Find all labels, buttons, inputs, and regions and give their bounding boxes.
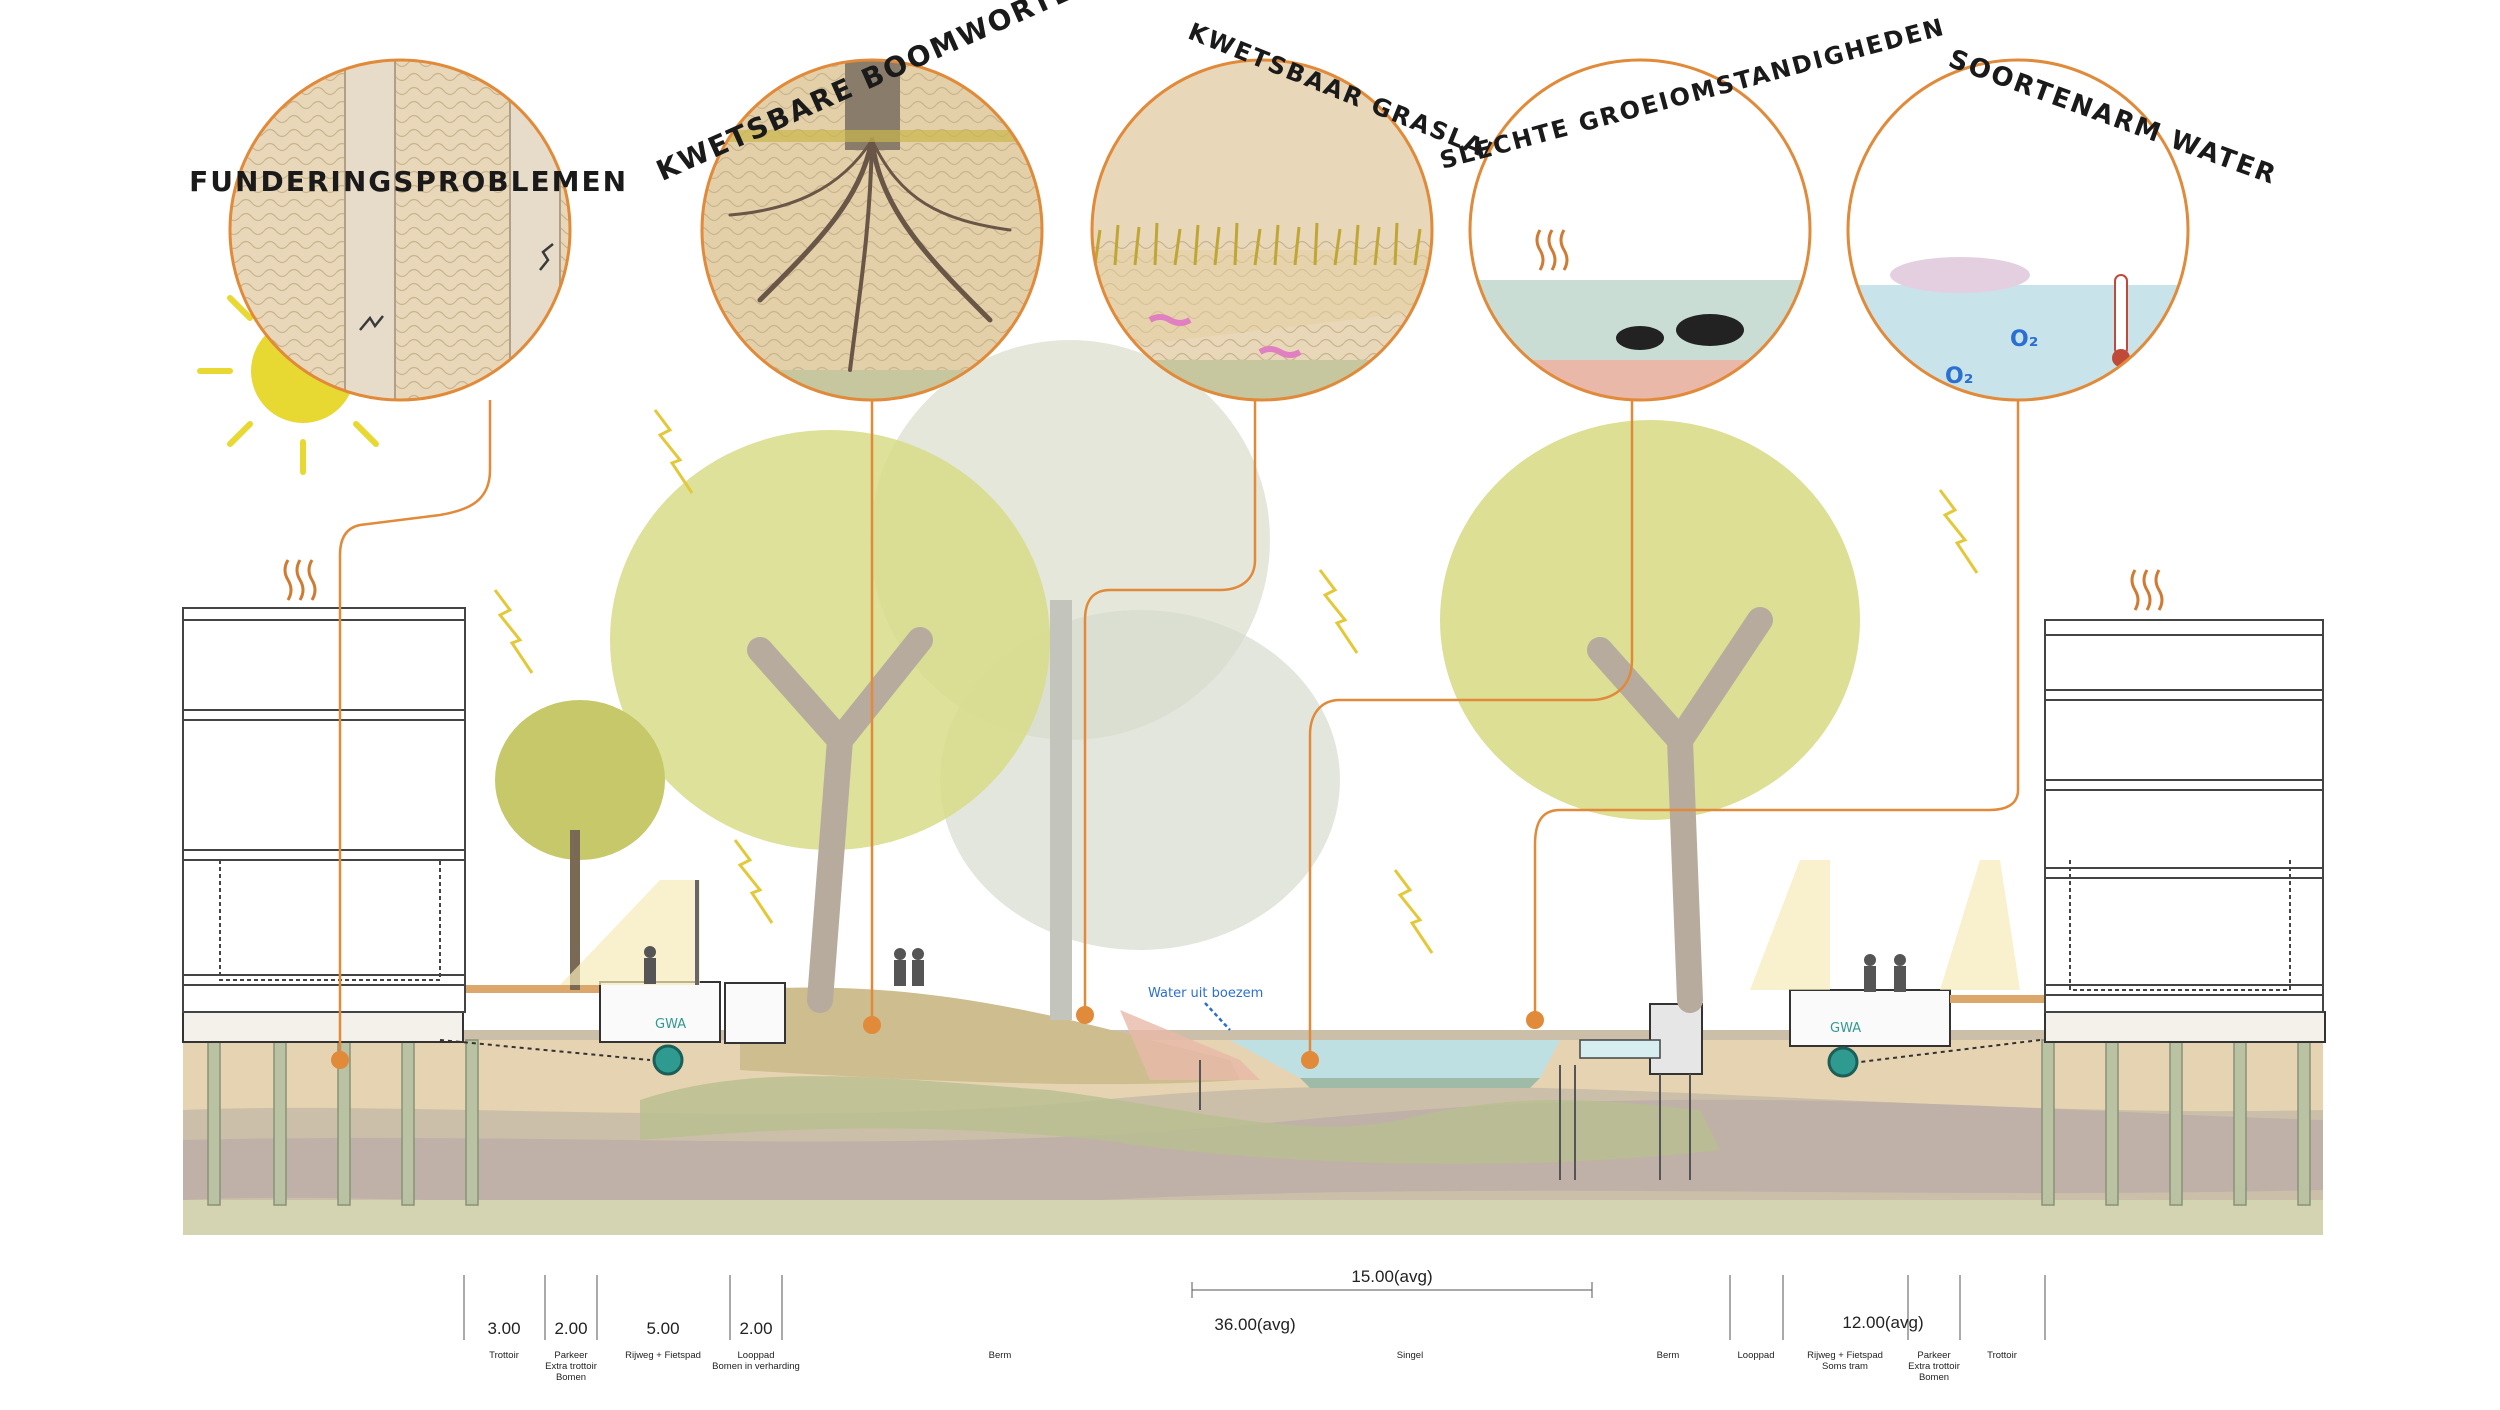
zone-rijweg-right-2: Soms tram (1822, 1361, 1868, 1372)
overflow-pipe (1579, 1039, 1661, 1059)
peat-layer (640, 1076, 1720, 1164)
callout-dots (331, 1006, 1544, 1069)
dim-right-total: 12.00(avg) (1842, 1313, 1923, 1332)
water-inflow-arrow (1204, 1002, 1231, 1031)
zone-rijweg-left: Rijweg + Fietspad (625, 1350, 701, 1361)
panel-title-foundation: FUNDERINGSPROBLEMEN (189, 165, 628, 198)
zone-trottoir-right: Trottoir (1987, 1350, 2017, 1361)
bank-clay (1120, 1010, 1260, 1080)
people (644, 946, 1906, 992)
bottom-sediment (183, 1200, 2323, 1235)
dim-rijweg-left: 5.00 (646, 1319, 679, 1338)
quay-wall (1649, 1003, 1703, 1075)
zone-looppad-right: Looppad (1738, 1350, 1775, 1361)
zone-trottoir-left: Trottoir (489, 1350, 519, 1361)
zone-parkeer-left-2: Extra trottoir (545, 1361, 597, 1372)
canal-bed (1300, 1078, 1540, 1088)
dim-water-width: 15.00(avg) (1351, 1267, 1432, 1286)
dim-trottoir-left: 3.00 (487, 1319, 520, 1338)
park-embankment (740, 987, 1240, 1085)
o2-label-a: O₂ (2010, 327, 2038, 352)
panel-species-poor-water: O₂ O₂ SOORTENARM WATER (1846, 44, 2281, 402)
zone-looppad-left-1: Looppad (738, 1350, 775, 1361)
zone-parkeer-right-2: Extra trottoir (1908, 1361, 1960, 1372)
sun-ray-arrows (493, 409, 1979, 954)
water-inflow-label: Water uit boezem (1148, 986, 1263, 1001)
dimension-ticks (463, 1275, 2046, 1340)
heat-icon-right (2130, 569, 2164, 611)
street-right (1789, 989, 2326, 1047)
building-right (2044, 619, 2324, 1013)
dim-looppad-left: 2.00 (739, 1319, 772, 1338)
zone-parkeer-right-3: Bomen (1919, 1372, 1949, 1383)
streetlight-left (560, 880, 700, 985)
zone-rijweg-right-1: Rijweg + Fietspad (1807, 1350, 1883, 1361)
building-left (182, 607, 466, 1013)
zone-parkeer-left-3: Bomen (556, 1372, 586, 1383)
panel-grassland: KWETSBAAR GRASLAND (1090, 17, 1530, 402)
panel-foundation: FUNDERINGSPROBLEMEN (189, 58, 628, 402)
zone-berm-left: Berm (989, 1350, 1012, 1361)
gwa-label-left: GWA (655, 1017, 686, 1032)
zone-labels: Trottoir Parkeer Extra trottoir Bomen Ri… (489, 1350, 2017, 1383)
gwa-pipe-left: GWA (439, 1017, 686, 1076)
gwa-pipe-right: GWA (1827, 1021, 2041, 1078)
dim-main-total: 36.00(avg) (1214, 1315, 1295, 1334)
zone-singel: Singel (1397, 1350, 1423, 1361)
dim-parkeer-left: 2.00 (554, 1319, 587, 1338)
zone-berm-right: Berm (1657, 1350, 1680, 1361)
quay-piles (1199, 1060, 1691, 1180)
zone-parkeer-right-1: Parkeer (1917, 1350, 1950, 1361)
callout-lines (338, 400, 2020, 1060)
heat-icon-left (283, 559, 317, 601)
ground-section (183, 987, 2323, 1235)
zone-looppad-left-2: Bomen in verharding (712, 1361, 800, 1372)
streetlight-right (1750, 860, 2020, 990)
zone-parkeer-left-1: Parkeer (554, 1350, 587, 1361)
trees (495, 340, 1860, 1020)
gwa-label-right: GWA (1830, 1021, 1861, 1036)
street-left (182, 981, 786, 1044)
